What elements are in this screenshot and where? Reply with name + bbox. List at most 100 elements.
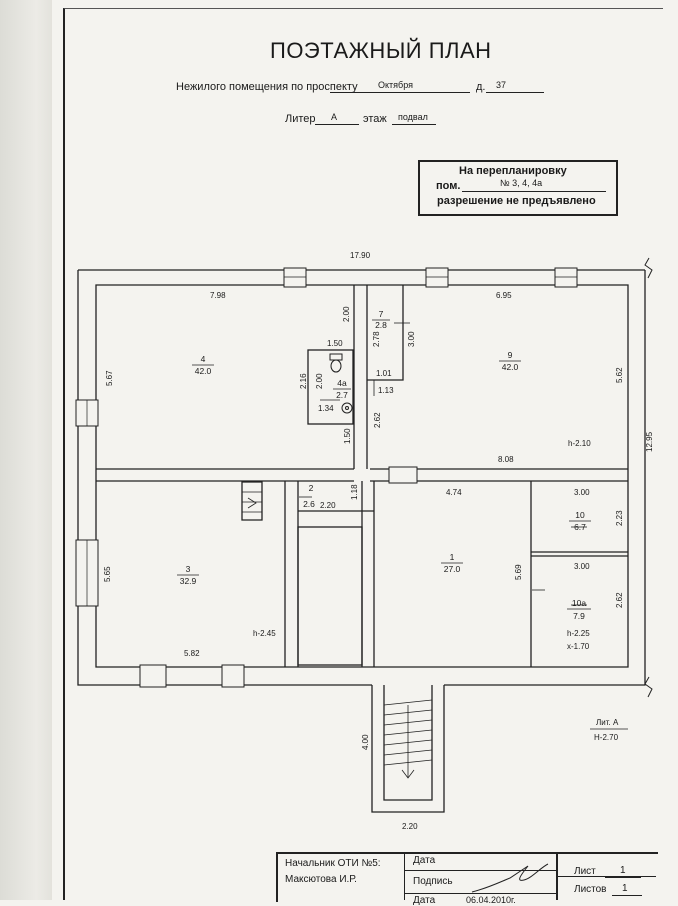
stamp-line-1: На перепланировку	[459, 165, 567, 177]
room-3-area: 32.9	[180, 576, 197, 586]
dim-a: 2.00	[342, 306, 351, 322]
sheets-label: Листов	[574, 884, 607, 895]
room-1-number: 1	[450, 552, 455, 562]
floor-value: подвал	[398, 112, 428, 122]
dim-n: 3.00	[574, 488, 590, 497]
height-room3: h-2.45	[253, 629, 276, 638]
title-block	[276, 852, 658, 902]
dim-s: 5.69	[514, 564, 523, 580]
liter-underline	[315, 124, 359, 125]
dim-room9-depth: 5.62	[615, 367, 624, 383]
street-underline	[330, 92, 470, 93]
dim-room4-depth: 5.67	[105, 370, 114, 386]
dim-w: 4.00	[361, 734, 370, 750]
dim-c: 3.00	[407, 331, 416, 347]
room-10-number: 10	[575, 510, 585, 520]
dim-l: 8.08	[498, 455, 514, 464]
stamp-rooms-label: пом.	[436, 180, 461, 192]
dim-t: 3.00	[574, 562, 590, 571]
room-7-number: 7	[379, 309, 384, 319]
date2-value: 06.04.2010г.	[466, 895, 516, 905]
room-2-area: 2.6	[303, 499, 315, 509]
title-block-row-line-3	[556, 876, 656, 877]
room-10a-area: 7.9	[573, 611, 585, 621]
dim-e: 2.16	[299, 373, 308, 389]
floor-label: этаж	[363, 113, 387, 125]
dim-x: 2.20	[402, 822, 418, 831]
dim-total-depth: 12.95	[645, 431, 654, 452]
room-4-area: 42.0	[195, 366, 212, 376]
dim-q: 2.20	[320, 501, 336, 510]
drawing-frame	[63, 8, 663, 900]
date2-label: Дата	[413, 895, 436, 906]
room-10a-number: 10а	[572, 598, 586, 608]
room-4a-area: 2.7	[336, 390, 348, 400]
sheets-value: 1	[622, 883, 628, 894]
dim-p: 1.18	[350, 484, 359, 500]
head-label: Начальник ОТИ №5:	[285, 858, 381, 869]
room-4-number: 4	[201, 354, 206, 364]
windows	[75, 267, 578, 688]
liter-height: Н-2.70	[594, 733, 619, 742]
height-room9: h-2.10	[568, 439, 591, 448]
stamp-line-3: разрешение не предъявлено	[437, 195, 596, 207]
sheet-value: 1	[620, 865, 626, 876]
premises-label: Нежилого помещения по проспекту	[176, 81, 358, 93]
sheet-label: Лист	[574, 866, 596, 877]
dim-i: 1.34	[318, 404, 334, 413]
house-underline	[486, 92, 544, 93]
stamp-underline	[462, 191, 606, 192]
dimension-labels: 17.90 7.98 6.95 12.95 5.67 5.62 2.00 2.7…	[103, 251, 654, 831]
toilet-icon	[329, 353, 343, 373]
walls	[77, 269, 646, 813]
height-room10a-x: x-1.70	[567, 642, 590, 651]
dim-o: 2.23	[615, 510, 624, 526]
dim-g: 1.01	[376, 369, 392, 378]
room-labels: 4 42.0 7 2.8 9 42.0 4а 2.7 2 2.6 3 32.9 …	[177, 309, 591, 621]
liter-value: А	[331, 112, 338, 122]
dim-room9-width: 6.95	[496, 291, 512, 300]
stamp-rooms-value: № 3, 4, 4а	[500, 178, 543, 188]
sheets-underline	[612, 895, 642, 896]
house-number: 37	[496, 80, 507, 90]
room-2-number: 2	[309, 483, 314, 493]
dim-f: 2.00	[315, 373, 324, 389]
head-name: Максютова И.Р.	[285, 874, 357, 885]
break-marks	[644, 257, 653, 698]
street-value: Октября	[378, 80, 413, 90]
liter-tag: Лит. А	[596, 718, 619, 727]
dim-b: 2.78	[372, 331, 381, 347]
replanning-stamp	[418, 160, 618, 216]
title-block-row-line-2	[404, 893, 556, 894]
sheet-underline	[605, 877, 641, 878]
room-1-area: 27.0	[444, 564, 461, 574]
height-room10a: h-2.25	[567, 629, 590, 638]
room-9-number: 9	[508, 350, 513, 360]
sign-label: Подпись	[413, 876, 453, 887]
dim-room4-width: 7.98	[210, 291, 226, 300]
dim-u: 2.62	[615, 592, 624, 608]
stair-treads	[242, 491, 433, 779]
dim-k: 1.50	[343, 428, 352, 444]
dim-m: 4.74	[446, 488, 462, 497]
room-9-area: 42.0	[502, 362, 519, 372]
dim-j: 2.62	[373, 412, 382, 428]
dim-total-width: 17.90	[350, 251, 371, 260]
room-10-area: 6.7	[574, 522, 586, 532]
room-7-area: 2.8	[375, 320, 387, 330]
title-block-row-line	[404, 870, 556, 871]
title-block-divider	[404, 852, 405, 900]
house-label: д.	[476, 81, 486, 93]
dim-r: 5.65	[103, 566, 112, 582]
signature	[471, 863, 549, 893]
dim-d: 1.50	[327, 339, 343, 348]
page-edge	[0, 0, 52, 900]
room-3-number: 3	[186, 564, 191, 574]
date-label: Дата	[413, 855, 436, 866]
dim-h: 1.13	[378, 386, 394, 395]
floor-underline	[392, 124, 436, 125]
premises-line: Нежилого помещения по проспекту	[176, 81, 358, 93]
height-labels: h-2.10 h-2.45 h-2.25 x-1.70 Лит. А Н-2.7…	[253, 439, 628, 742]
plan-title: ПОЭТАЖНЫЙ ПЛАН	[270, 38, 492, 63]
